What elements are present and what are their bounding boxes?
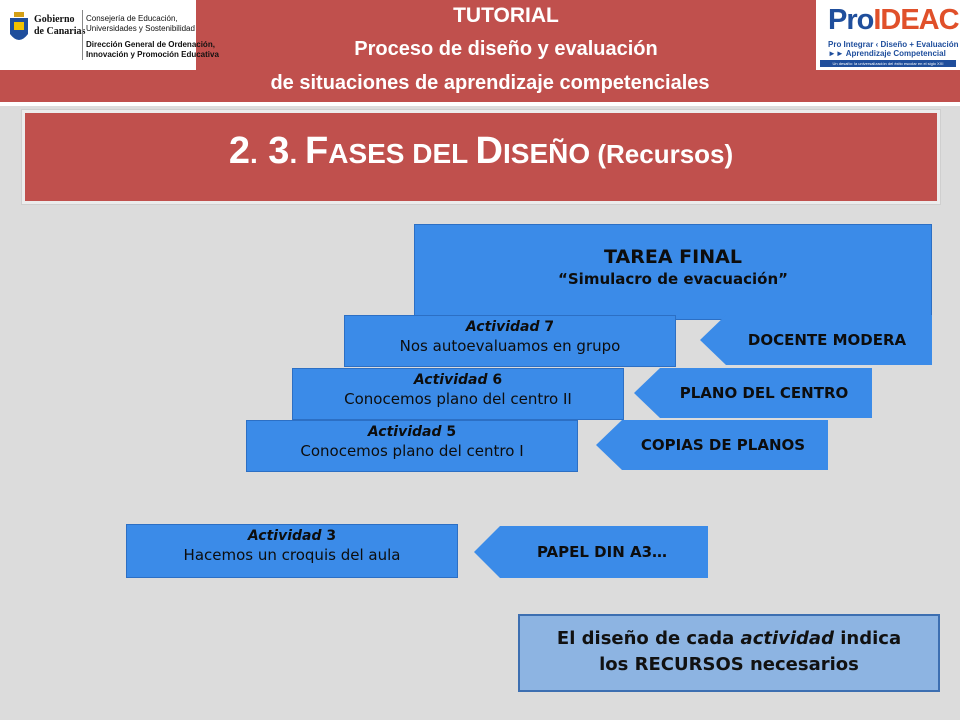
logo-divider (82, 10, 83, 60)
activity-7-desc: Nos autoevaluamos en grupo (399, 337, 621, 355)
header-divider (0, 102, 960, 106)
title-band (22, 110, 940, 204)
gobierno-canarias-logo (0, 0, 196, 70)
activity-6-desc: Conocemos plano del centro II (344, 390, 572, 408)
proideac-wordmark: ProIDEAC (828, 4, 960, 36)
tarea-final-box: TAREA FINAL “Simulacro de evacuación” (414, 224, 932, 320)
proideac-tagline-2: ►► Aprendizaje Competencial (828, 49, 946, 58)
design-note: El diseño de cada actividad indica los R… (518, 614, 940, 692)
activity-6-name: Actividad 6 (413, 372, 503, 388)
tutorial-label: TUTORIAL (453, 4, 559, 27)
activity-3-name: Actividad 3 (247, 528, 337, 544)
consejeria-text: Consejería de Educación, Universidades y… (86, 14, 195, 33)
proideac-tagline-1: Pro Integrar ‹ Diseño + Evaluación (828, 40, 959, 49)
resource-tag-papel: PAPEL DIN A3… (474, 526, 708, 578)
resource-tag-copias: COPIAS DE PLANOS (596, 420, 828, 470)
direccion-text: Dirección General de Ordenación, Innovac… (86, 40, 219, 59)
resource-tag-plano: PLANO DEL CENTRO (634, 368, 872, 418)
activity-6-box: Actividad 6 Conocemos plano del centro I… (292, 368, 624, 420)
coat-of-arms-icon (10, 12, 28, 40)
activity-5-box: Actividad 5 Conocemos plano del centro I (246, 420, 578, 472)
activity-7-name: Actividad 7 (465, 319, 555, 335)
tarea-title: TAREA FINAL (604, 246, 742, 268)
activity-5-desc: Conocemos plano del centro I (300, 442, 524, 460)
note-line-1: El diseño de cada actividad indica (556, 628, 902, 649)
activity-7-box: Actividad 7 Nos autoevaluamos en grupo (344, 315, 676, 367)
tarea-subtitle: “Simulacro de evacuación” (558, 270, 788, 288)
activity-5-name: Actividad 5 (367, 424, 457, 440)
resource-tag-docente: DOCENTE MODERA (700, 315, 932, 365)
tutorial-subtitle-2: de situaciones de aprendizaje competenci… (270, 72, 710, 94)
note-line-2: los RECURSOS necesarios (599, 654, 859, 675)
gobierno-name: Gobierno de Canarias (34, 14, 86, 37)
activity-3-desc: Hacemos un croquis del aula (183, 546, 401, 564)
proideac-logo (816, 0, 960, 70)
slide-title: 2. 3. FASES DEL DISEÑO (Recursos) (228, 130, 734, 172)
tutorial-subtitle-1: Proceso de diseño y evaluación (354, 38, 658, 60)
proideac-bar: Un desafío: la universalización del éxit… (820, 60, 956, 67)
activity-3-box: Actividad 3 Hacemos un croquis del aula (126, 524, 458, 578)
